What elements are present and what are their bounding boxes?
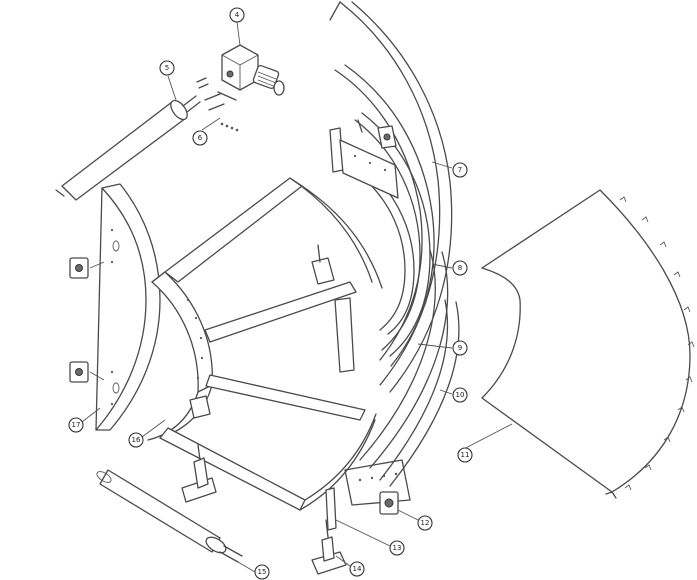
inner-frame-assembly — [147, 177, 383, 511]
mount-bracket — [325, 487, 337, 531]
foot-bracket-left — [181, 444, 217, 503]
motor-gearbox — [217, 44, 285, 101]
callout-15: 15 — [254, 564, 270, 580]
callout-label-11: 11 — [461, 451, 470, 459]
leader-lines — [81, 21, 513, 573]
callout-label-6: 6 — [198, 134, 203, 142]
callout-label-15: 15 — [258, 568, 267, 576]
drive-roller-upper — [55, 95, 201, 201]
left-side-plate — [95, 183, 161, 431]
callout-17: 17 — [68, 417, 84, 433]
callout-label-13: 13 — [393, 544, 402, 552]
callout-10: 10 — [452, 387, 468, 403]
callout-11: 11 — [457, 447, 473, 463]
callout-label-14: 14 — [353, 565, 362, 573]
channel-brackets — [329, 119, 399, 199]
callout-14: 14 — [349, 561, 365, 577]
outer-curved-guard — [329, 1, 453, 393]
callout-9: 9 — [452, 340, 468, 356]
curved-cover-panel — [481, 189, 695, 499]
callout-4: 4 — [229, 7, 245, 23]
lower-curved-plate — [344, 249, 460, 506]
callout-label-4: 4 — [235, 11, 240, 19]
drive-roller-lower — [96, 469, 243, 563]
callout-label-5: 5 — [165, 64, 169, 72]
lower-bearing-block — [379, 491, 399, 515]
callout-label-17: 17 — [72, 421, 81, 429]
callout-6: 6 — [192, 130, 208, 146]
callout-label-16: 16 — [132, 436, 141, 444]
fastener-kit — [196, 77, 239, 132]
left-bearing-brackets — [69, 257, 105, 383]
callout-12: 12 — [417, 515, 433, 531]
callout-8: 8 — [452, 260, 468, 276]
callout-16: 16 — [128, 432, 144, 448]
callout-label-7: 7 — [458, 166, 462, 174]
callout-5: 5 — [159, 60, 175, 76]
panel-tabs — [619, 196, 695, 491]
callout-label-10: 10 — [456, 391, 465, 399]
callout-label-12: 12 — [421, 519, 430, 527]
callout-label-8: 8 — [458, 264, 462, 272]
callout-13: 13 — [389, 540, 405, 556]
callout-label-9: 9 — [458, 344, 462, 352]
callout-7: 7 — [452, 162, 468, 178]
